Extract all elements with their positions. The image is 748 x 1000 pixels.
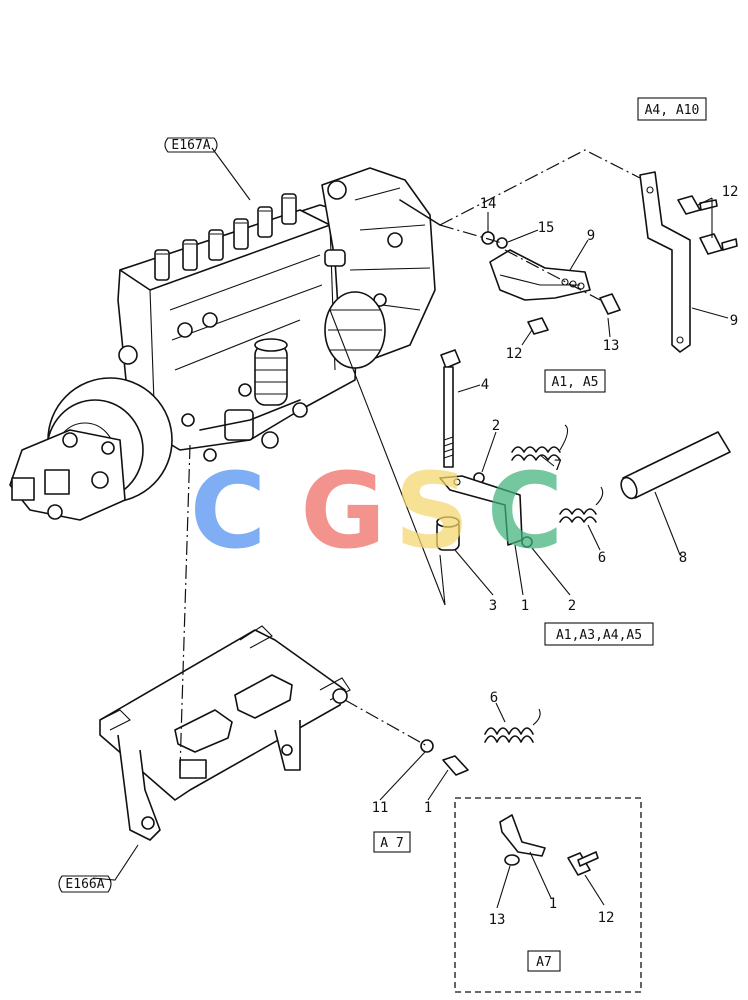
spring-part-6-lower: [484, 708, 541, 743]
callout-8: 8: [679, 550, 687, 566]
watermark-logo: C G S C: [190, 450, 563, 572]
mounting-bracket: [99, 625, 351, 841]
spring-part-7: [511, 424, 569, 461]
callout-12-inset: 12: [598, 910, 615, 926]
callout-13-inset: 13: [489, 912, 506, 928]
pump-coupling: [9, 377, 173, 521]
nut-part-11: [420, 739, 434, 753]
feed-pump: [199, 338, 301, 449]
group-a1-a5: A1, A5: [544, 369, 606, 393]
ref-e166a: E166A: [58, 875, 112, 893]
bolt-part-13-upper: [599, 293, 621, 315]
svg-text:A1,A3,A4,A5: A1,A3,A4,A5: [556, 628, 642, 643]
svg-text:A1, A5: A1, A5: [552, 375, 599, 390]
callout-12-right: 12: [722, 184, 739, 200]
clip-part-13-inset: [504, 854, 520, 866]
callout-1-lower: 1: [424, 800, 432, 816]
group-a1-a3-a4-a5: A1,A3,A4,A5: [544, 622, 654, 646]
svg-text:A 7: A 7: [380, 836, 403, 851]
callout-1-inset: 1: [549, 896, 557, 912]
ref-e167a: E167A: [164, 137, 218, 153]
spring-part-6-upper: [559, 486, 604, 523]
bolt-part-12-upper: [677, 195, 738, 255]
injection-pump: [9, 167, 441, 521]
tube-part-8: [620, 431, 731, 500]
nut-part-14: [481, 231, 495, 245]
callout-13-top: 13: [603, 338, 620, 354]
callout-14: 14: [480, 196, 497, 212]
stud-part-4: [440, 349, 461, 468]
arm-part-9: [639, 171, 691, 353]
callout-9-right: 9: [730, 313, 738, 329]
callout-11: 11: [372, 800, 389, 816]
watermark-letter-g: G: [300, 450, 385, 572]
group-a7-main: A 7: [373, 831, 411, 853]
svg-text:E167A: E167A: [171, 138, 210, 153]
svg-text:A4, A10: A4, A10: [645, 103, 700, 118]
callout-12-lower: 12: [506, 346, 523, 362]
callout-1-mid: 1: [521, 598, 529, 614]
callout-9-bracket: 9: [587, 228, 595, 244]
svg-text:E166A: E166A: [65, 877, 104, 892]
callout-7: 7: [554, 458, 562, 474]
callout-15: 15: [538, 220, 555, 236]
callout-3: 3: [489, 598, 497, 614]
injector-outlets: [154, 193, 297, 281]
callout-6-right: 6: [598, 550, 606, 566]
lever-part-1: [439, 475, 523, 546]
nut-part-2-mid: [521, 536, 533, 548]
watermark-letter-s: S: [395, 450, 470, 572]
group-a7-inset: A7: [527, 950, 561, 972]
callout-4: 4: [481, 377, 489, 393]
callout-6-lower: 6: [490, 690, 498, 706]
inset-a7-box: [454, 797, 642, 993]
bolt-part-1-lower: [442, 755, 469, 776]
bracket-part-9: [489, 249, 591, 301]
group-a4-a10: A4, A10: [637, 97, 707, 121]
washer-part-15: [496, 237, 508, 249]
watermark-letter-c1: C: [190, 450, 266, 572]
svg-text:A7: A7: [536, 955, 552, 970]
callout-2-mid: 2: [568, 598, 576, 614]
callout-2-top: 2: [492, 418, 500, 434]
watermark-letter-c2: C: [487, 450, 563, 572]
bolt-part-12-inset: [567, 851, 599, 876]
bracket-part-1-inset: [499, 814, 546, 857]
